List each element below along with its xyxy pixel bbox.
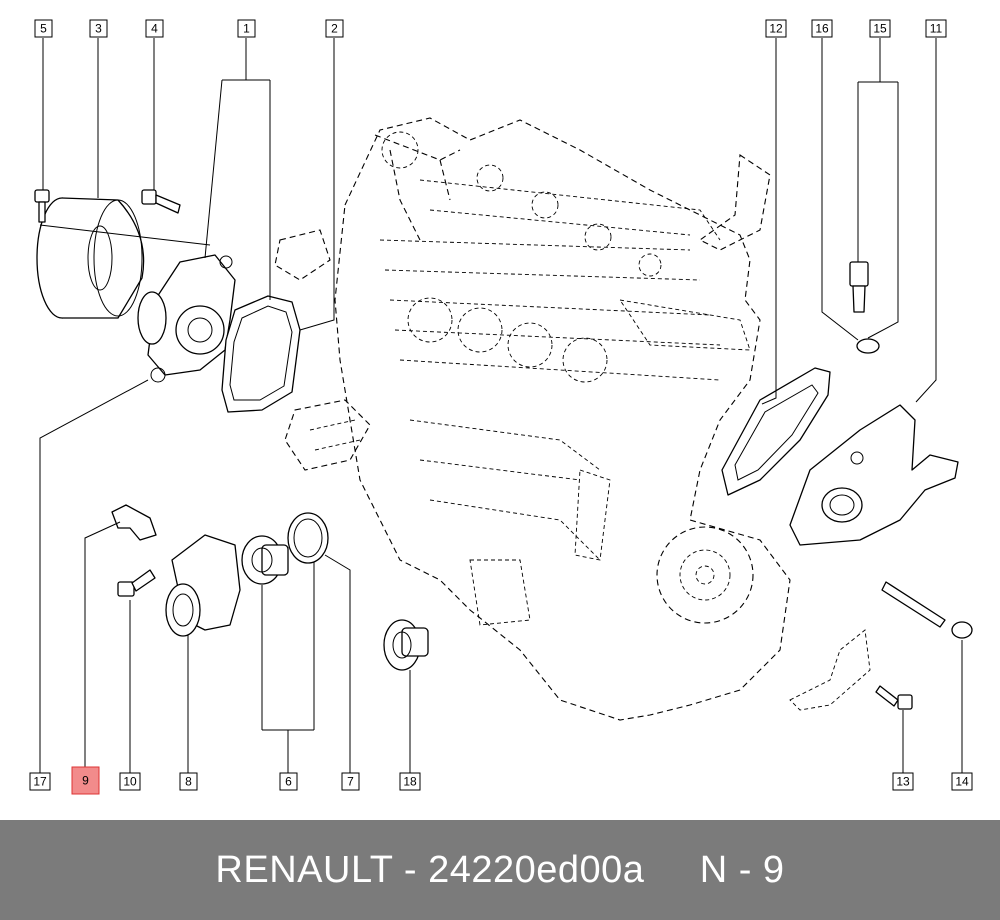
svg-text:5: 5 [40, 22, 47, 36]
callout-16: 16 [811, 19, 833, 38]
callout-13: 13 [892, 772, 914, 791]
svg-text:3: 3 [95, 22, 102, 36]
caption-gap [644, 849, 699, 891]
water-pump-part [137, 254, 236, 383]
callout-12: 12 [765, 19, 787, 38]
part-number: 24220ed00a [428, 848, 645, 891]
callout-2: 2 [325, 19, 344, 38]
callout-10: 10 [119, 772, 141, 791]
thermostat-housing-part [165, 534, 241, 637]
water-outlet-part [789, 404, 959, 546]
leader-lines [39, 38, 963, 773]
svg-text:13: 13 [896, 775, 910, 789]
svg-text:16: 16 [815, 22, 829, 36]
bracket-outline [789, 629, 871, 711]
svg-text:4: 4 [151, 22, 158, 36]
thermostat-part-18 [383, 619, 429, 671]
callout-3: 3 [89, 19, 108, 38]
o-ring-part [287, 512, 329, 564]
callout-14: 14 [951, 772, 973, 791]
item-number-label: N - 9 [699, 848, 785, 891]
callout-9-highlighted: 9 [71, 766, 100, 795]
pulley-part [36, 197, 211, 319]
svg-text:8: 8 [185, 775, 192, 789]
caption-separator: - [392, 848, 429, 891]
callout-8: 8 [179, 772, 198, 791]
svg-text:14: 14 [955, 775, 969, 789]
callout-5: 5 [34, 19, 53, 38]
bolt-13 [875, 685, 913, 710]
engine-block-outline [274, 117, 791, 721]
footer-caption: RENAULT - 24220ed00a N - 9 [215, 849, 784, 892]
bolt-14 [881, 581, 973, 639]
sensor-seal-part [856, 338, 880, 354]
svg-text:18: 18 [403, 775, 417, 789]
svg-text:9: 9 [82, 774, 89, 788]
bolt-10 [117, 569, 156, 597]
water-pump-gasket [221, 295, 301, 413]
svg-text:15: 15 [873, 22, 887, 36]
exploded-parts-diagram: 1 2 3 4 5 6 7 8 9 10 11 12 13 14 15 16 1… [29, 19, 973, 795]
thermostat-part [241, 535, 289, 585]
svg-text:12: 12 [769, 22, 783, 36]
callout-18: 18 [399, 772, 421, 791]
brand-name: RENAULT [215, 848, 393, 891]
bolt-5 [34, 189, 50, 223]
svg-text:1: 1 [243, 22, 250, 36]
outlet-gasket [721, 367, 831, 496]
svg-text:10: 10 [123, 775, 137, 789]
svg-text:6: 6 [285, 775, 292, 789]
hose-clip-part [111, 504, 157, 541]
callout-15: 15 [869, 19, 891, 38]
svg-text:17: 17 [33, 775, 47, 789]
footer-caption-bar: RENAULT - 24220ed00a N - 9 [0, 820, 1000, 920]
callout-4: 4 [145, 19, 164, 38]
svg-text:11: 11 [930, 22, 943, 36]
svg-text:7: 7 [347, 775, 354, 789]
callout-17: 17 [29, 772, 51, 791]
callout-6: 6 [279, 772, 298, 791]
callout-7: 7 [341, 772, 360, 791]
callout-1: 1 [237, 19, 256, 38]
bolt-4 [141, 189, 181, 214]
svg-text:2: 2 [331, 22, 338, 36]
temperature-sensor-part [849, 261, 869, 313]
callout-11: 11 [925, 19, 947, 38]
